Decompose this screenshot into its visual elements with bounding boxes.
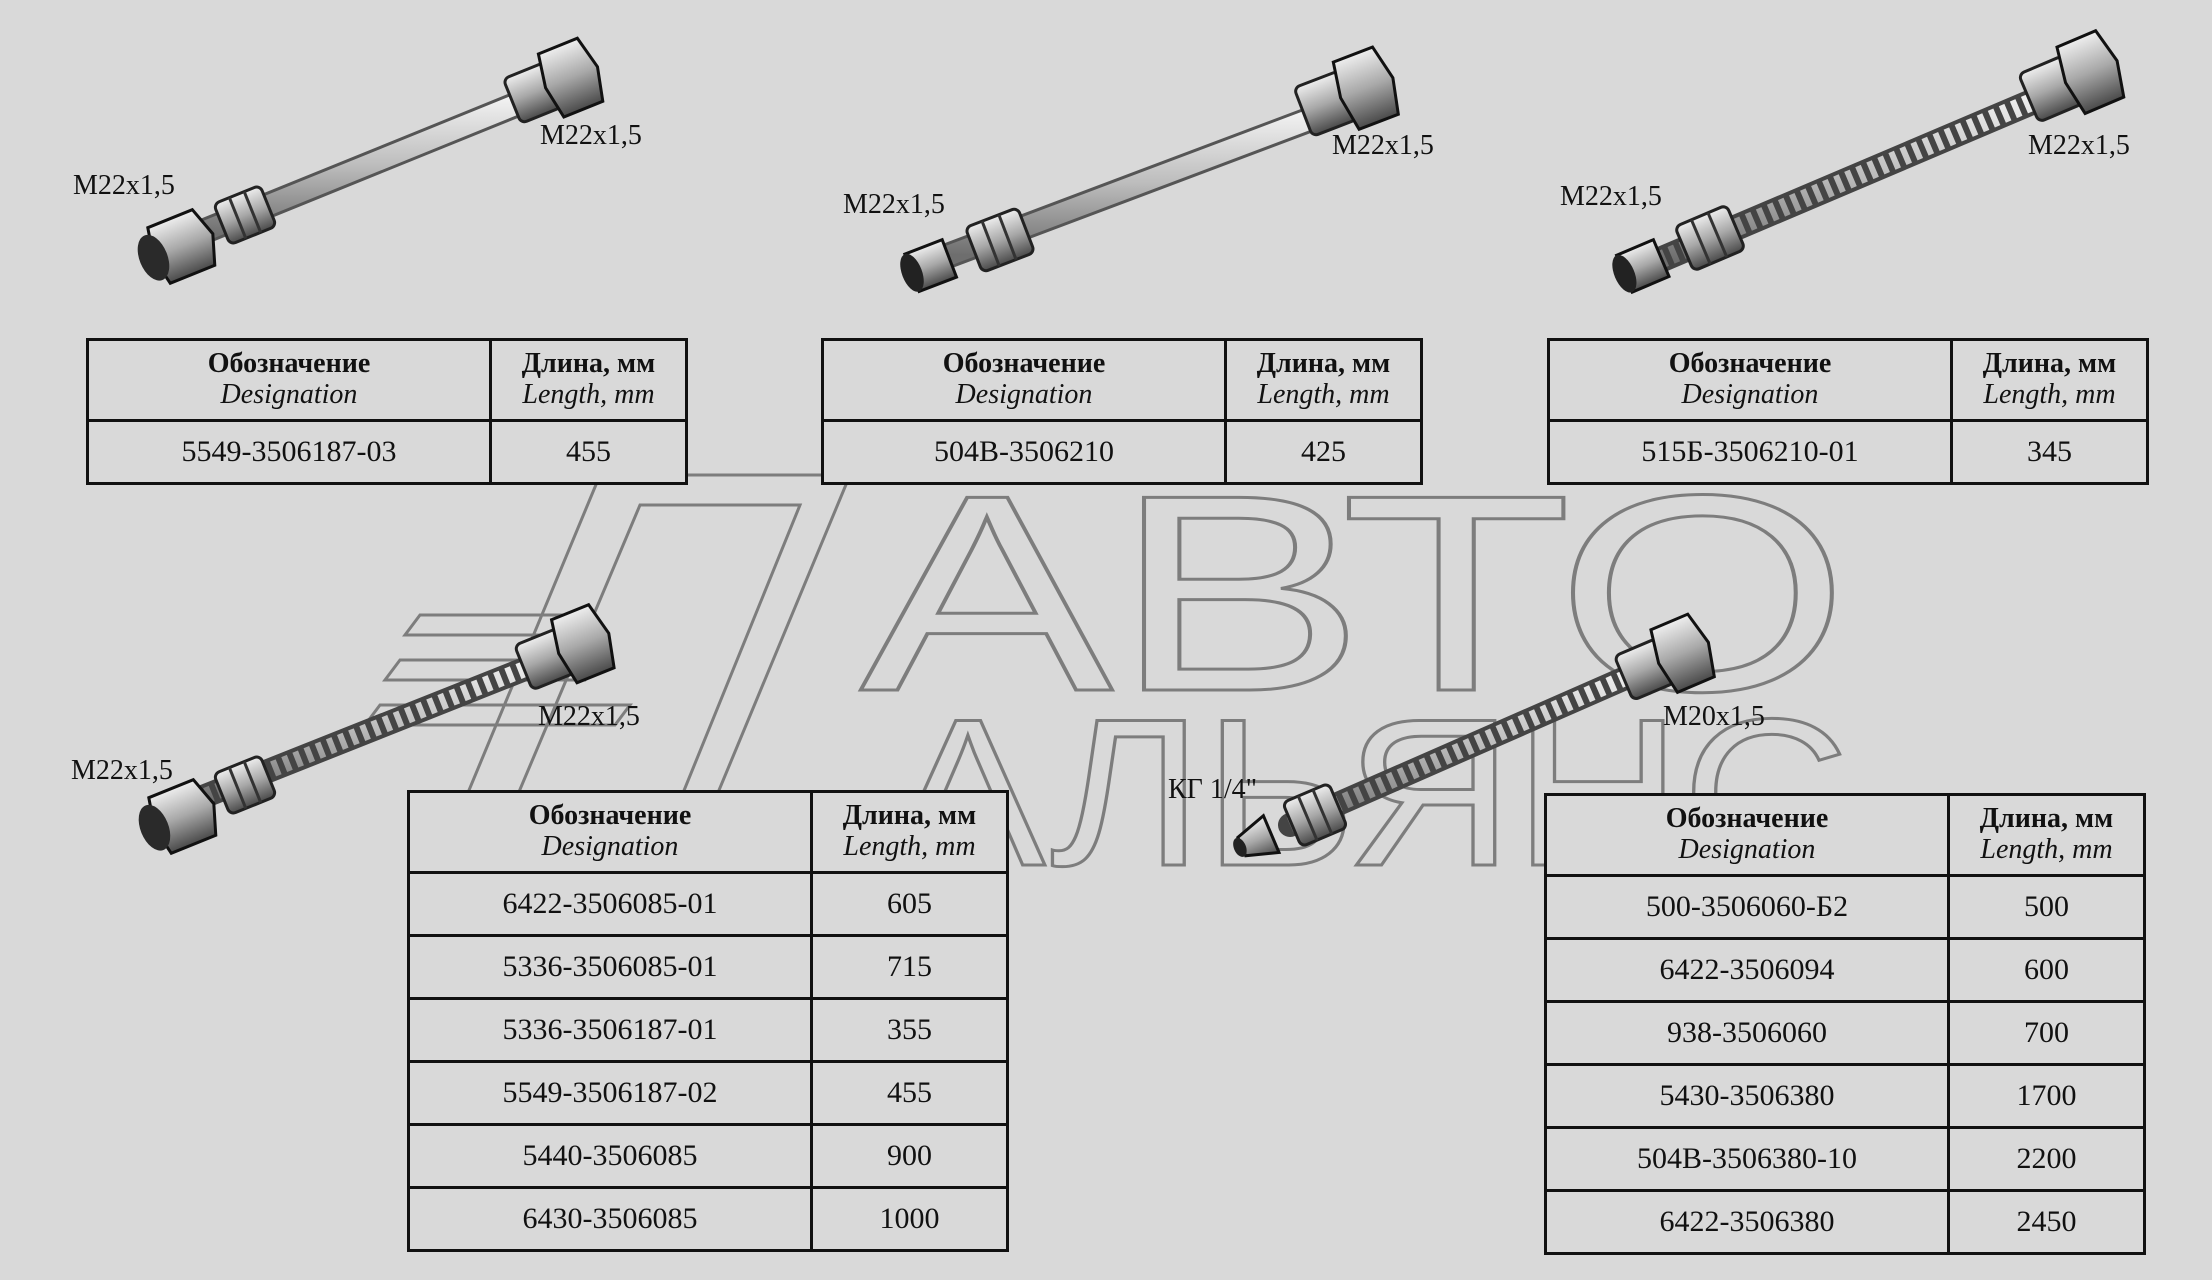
header-length: Длина, мм Length, mm [489, 338, 688, 422]
spec-table-3: Обозначение Designation Длина, мм Length… [1547, 338, 2149, 485]
header-designation: Обозначение Designation [407, 790, 813, 874]
header-length: Длина, мм Length, mm [1947, 793, 2146, 877]
thread-label-1-right: M22x1,5 [540, 120, 642, 151]
spec-table-1: Обозначение Designation Длина, мм Length… [86, 338, 688, 485]
hose-drawing-3 [1612, 28, 2126, 295]
header-designation: Обозначение Designation [86, 338, 492, 422]
watermark-line-1: АВТО [860, 438, 1850, 750]
thread-label-3-left: M22x1,5 [1560, 181, 1662, 212]
table-row: 515Б-3506210-01 345 [1547, 419, 2149, 485]
hose-drawing-2 [900, 45, 1400, 294]
table-row: 504В-3506210 425 [821, 419, 1423, 485]
hose-drawing-5 [1233, 612, 1716, 858]
thread-label-2-left: M22x1,5 [843, 189, 945, 220]
spec-table-2: Обозначение Designation Длина, мм Length… [821, 338, 1423, 485]
header-designation: Обозначение Designation [1544, 793, 1950, 877]
header-designation: Обозначение Designation [1547, 338, 1953, 422]
thread-label-2-right: M22x1,5 [1332, 130, 1434, 161]
header-length: Длина, мм Length, mm [1224, 338, 1423, 422]
thread-label-5-left: КГ 1/4" [1168, 774, 1258, 805]
header-length: Длина, мм Length, mm [1950, 338, 2149, 422]
spec-table-5: Обозначение Designation Длина, мм Length… [1544, 793, 2146, 1255]
thread-label-4-left: M22x1,5 [71, 755, 173, 786]
thread-label-4-right: M22x1,5 [538, 701, 640, 732]
header-length: Длина, мм Length, mm [810, 790, 1009, 874]
thread-label-1-left: M22x1,5 [73, 170, 175, 201]
spec-table-4: Обозначение Designation Длина, мм Length… [407, 790, 1009, 1252]
table-row: 5549-3506187-03 455 [86, 419, 688, 485]
thread-label-5-right: M20x1,5 [1663, 701, 1765, 732]
thread-label-3-right: M22x1,5 [2028, 130, 2130, 161]
hose-drawing-4 [138, 602, 616, 856]
header-designation: Обозначение Designation [821, 338, 1227, 422]
watermark-logo: АВТО АЛЬЯНС [362, 437, 1852, 912]
hose-drawing-1 [137, 36, 605, 286]
